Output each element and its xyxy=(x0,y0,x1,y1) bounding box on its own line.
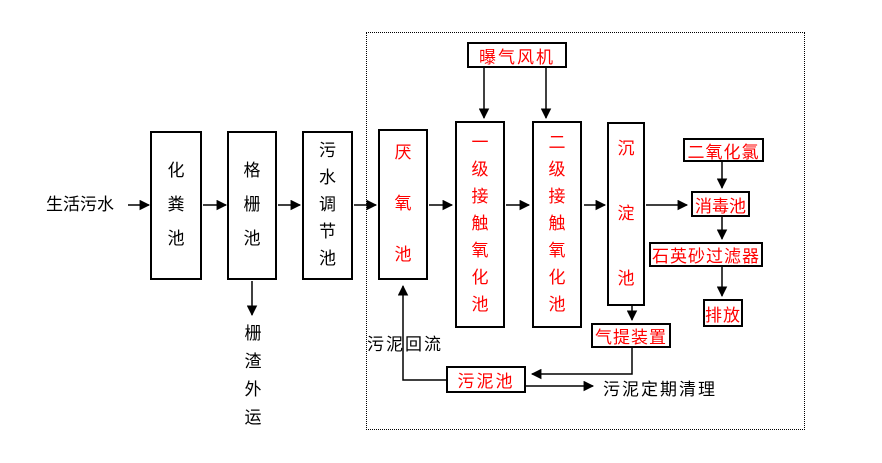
anaerobic-tank-box: 厌氧池 xyxy=(378,129,428,280)
secondary-contact-oxidation-tank-box: 二级接触氧化池 xyxy=(532,121,582,328)
grille-tank-label: 格栅池 xyxy=(243,161,261,249)
secondary-contact-oxidation-tank-label: 二级接触氧化池 xyxy=(548,133,566,315)
chlorine-dioxide-label: 二氧化氯 xyxy=(687,142,760,163)
discharge-box: 排放 xyxy=(703,299,743,327)
primary-contact-oxidation-tank-label: 一级接触氧化池 xyxy=(471,133,489,315)
sedimentation-tank-label: 沉淀池 xyxy=(617,138,635,289)
sedimentation-tank-box: 沉淀池 xyxy=(607,122,645,306)
aeration-blower-label: 曝气风机 xyxy=(479,47,555,68)
quartz-sand-filter-label: 石英砂过滤器 xyxy=(652,247,760,267)
grille-tank-box: 格栅池 xyxy=(227,131,277,280)
disinfection-tank-box: 消毒池 xyxy=(691,191,750,217)
discharge-label: 排放 xyxy=(705,305,741,326)
regulating-tank-label: 污水调节池 xyxy=(319,141,336,269)
chlorine-dioxide-box: 二氧化氯 xyxy=(683,138,764,163)
sludge-tank-box: 污泥池 xyxy=(446,366,526,393)
primary-contact-oxidation-tank-box: 一级接触氧化池 xyxy=(455,121,505,328)
aeration-blower-box: 曝气风机 xyxy=(467,42,567,68)
disinfection-tank-label: 消毒池 xyxy=(695,196,746,217)
plant-boundary-dashed-box xyxy=(366,32,805,430)
sludge-return-label: 污泥回流 xyxy=(367,335,443,355)
sludge-periodic-cleaning-label: 污泥定期清理 xyxy=(603,380,717,400)
inflow-label: 生活污水 xyxy=(46,195,114,215)
anaerobic-tank-label: 厌氧池 xyxy=(394,143,412,265)
quartz-sand-filter-box: 石英砂过滤器 xyxy=(649,242,763,267)
septic-tank-label: 化粪池 xyxy=(167,161,185,249)
air-lift-device-box: 气提装置 xyxy=(591,323,671,348)
regulating-tank-box: 污水调节池 xyxy=(302,131,353,280)
grille-residue-label: 栅渣外运 xyxy=(244,323,262,428)
air-lift-device-label: 气提装置 xyxy=(595,328,667,348)
septic-tank-box: 化粪池 xyxy=(150,131,202,280)
sludge-tank-label: 污泥池 xyxy=(457,372,515,392)
